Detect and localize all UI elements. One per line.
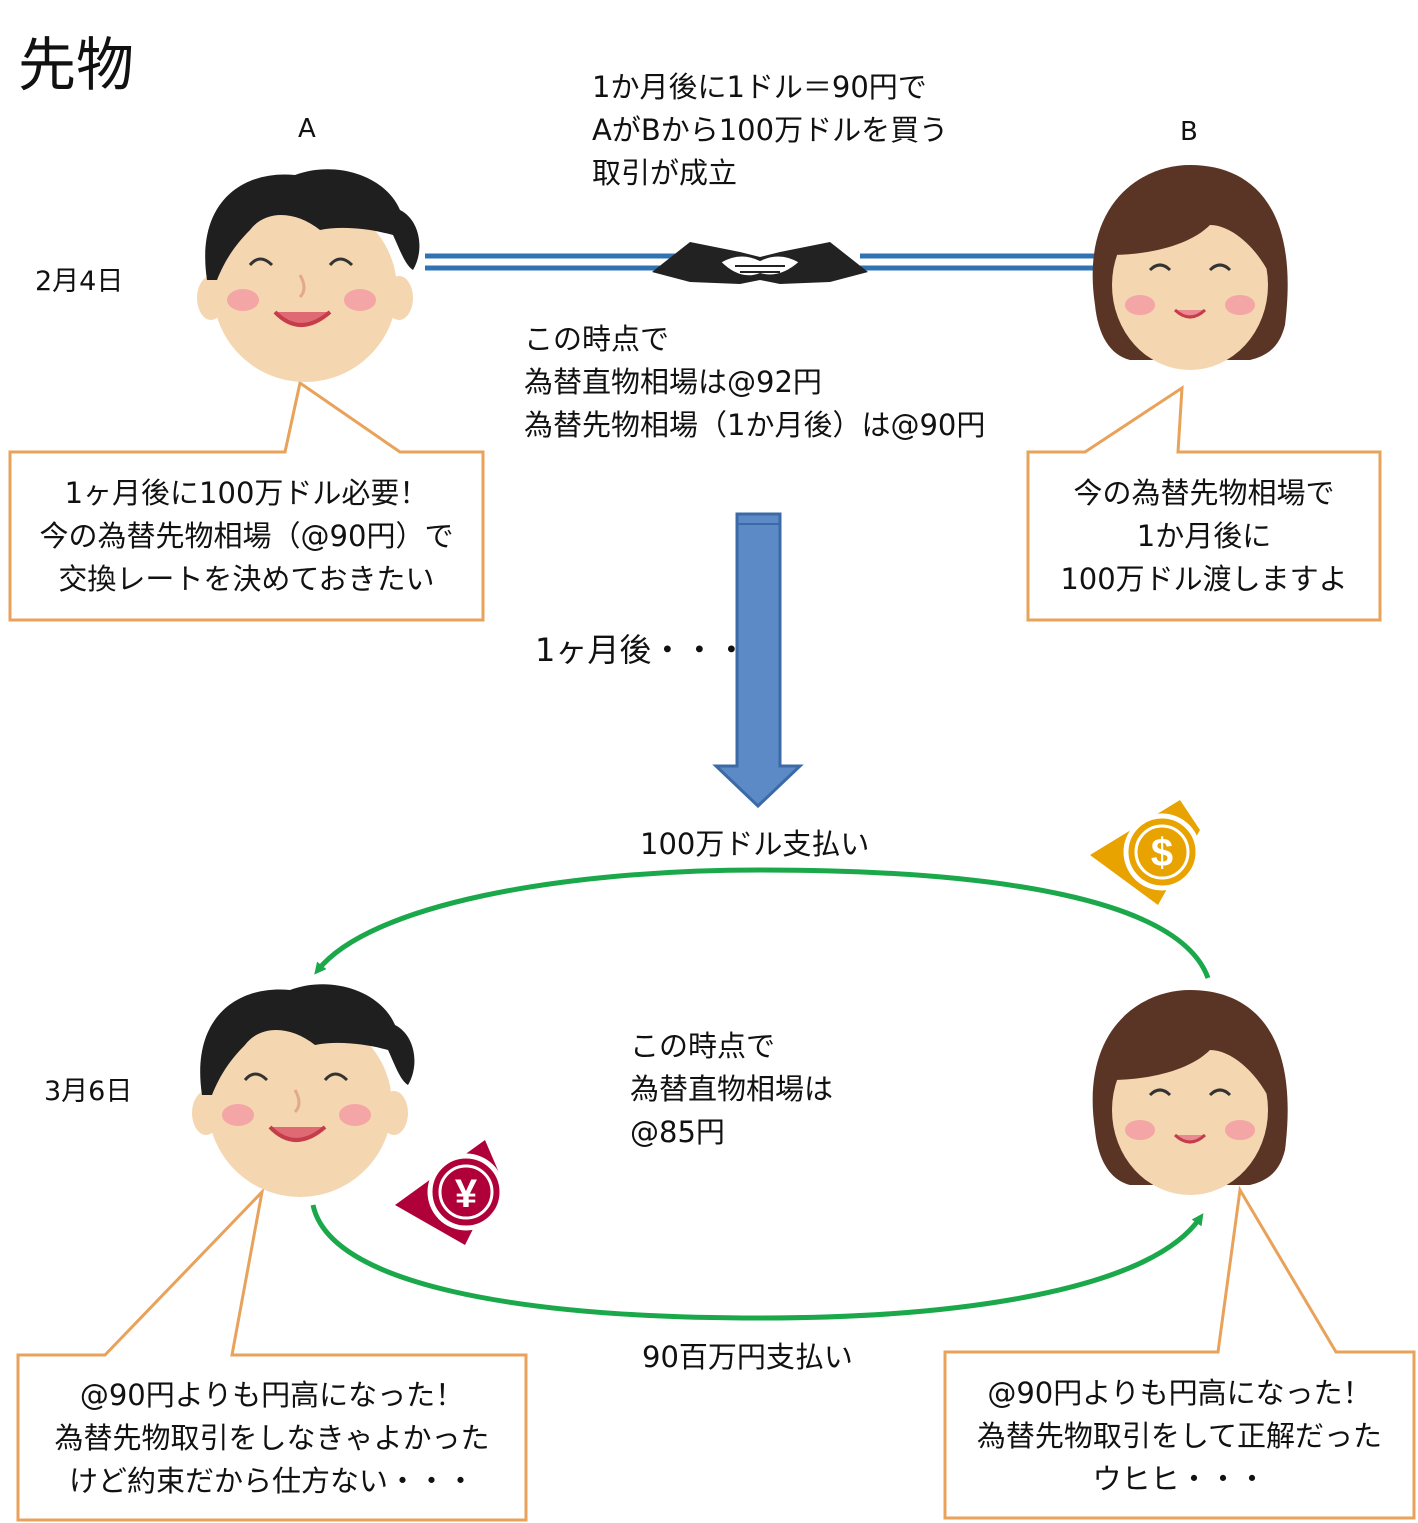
bubble-b-mar xyxy=(943,1185,1416,1520)
date-feb: 2月4日 xyxy=(35,266,124,297)
yen-payment-label: 90百万円支払い xyxy=(642,1340,853,1374)
bubble-b-mar-text: @90円よりも円高になった！ 為替先物取引をして正解だった ウヒヒ・・・ xyxy=(945,1372,1414,1501)
bubble-b-mar-line-3: ウヒヒ・・・ xyxy=(1092,1462,1267,1496)
person-b-label: B xyxy=(1180,117,1198,147)
market-mar-text: この時点で 為替直物相場は @85円 xyxy=(630,1025,833,1154)
bubble-b-mar-line-1: @90円よりも円高になった！ xyxy=(987,1376,1372,1410)
bubble-a-feb-line-1: 1ヶ月後に100万ドル必要！ xyxy=(64,476,429,510)
deal-line-2: AがBから100万ドルを買う xyxy=(592,113,949,147)
bubble-a-mar-line-2: 為替先物取引をしなきゃよかった xyxy=(54,1421,490,1455)
person-a-face-feb xyxy=(195,167,422,384)
bubble-b-feb-line-3: 100万ドル渡しますよ xyxy=(1060,562,1348,596)
bubble-a-feb-line-3: 交換レートを決めておきたい xyxy=(58,562,435,596)
market-mar-line-3: @85円 xyxy=(630,1115,725,1149)
bubble-a-feb-line-2: 今の為替先物相場（@90円）で xyxy=(39,519,454,553)
down-arrow xyxy=(712,512,804,809)
svg-text:$: $ xyxy=(1151,831,1173,875)
bubble-a-mar-line-3: けど約束だから仕方ない・・・ xyxy=(68,1464,475,1498)
person-a-label: A xyxy=(298,114,316,144)
bubble-a-mar-text: @90円よりも円高になった！ 為替先物取引をしなきゃよかった けど約束だから仕方… xyxy=(18,1374,526,1503)
market-feb-line-2: 為替直物相場は@92円 xyxy=(524,365,822,399)
market-mar-line-1: この時点で xyxy=(630,1029,776,1063)
yen-payment-arrow xyxy=(310,1204,1204,1321)
one-month-later-label: 1ヶ月後・・・ xyxy=(535,631,748,669)
deal-text: 1か月後に1ドル＝90円で AがBから100万ドルを買う 取引が成立 xyxy=(592,66,948,195)
market-feb-text: この時点で 為替直物相場は@92円 為替先物相場（1か月後）は@90円 xyxy=(524,318,985,447)
agreement-connector xyxy=(425,253,1100,271)
page-title: 先物 xyxy=(18,31,135,99)
handshake-icon xyxy=(652,242,868,284)
person-b-face-mar xyxy=(1091,988,1290,1197)
bubble-b-feb xyxy=(1026,385,1382,622)
dollar-coin-icon: $ xyxy=(1090,800,1201,905)
market-feb-line-1: この時点で xyxy=(524,322,670,356)
bubble-a-mar xyxy=(16,1187,528,1522)
person-a-face-mar xyxy=(190,982,417,1199)
bubble-a-feb-text: 1ヶ月後に100万ドル必要！ 今の為替先物相場（@90円）で 交換レートを決めて… xyxy=(10,472,483,601)
dollar-payment-arrow xyxy=(314,867,1211,979)
bubble-b-feb-text: 今の為替先物相場で 1か月後に 100万ドル渡しますよ xyxy=(1028,472,1380,601)
date-mar: 3月6日 xyxy=(44,1076,133,1107)
bubble-b-mar-line-2: 為替先物取引をして正解だった xyxy=(976,1419,1383,1453)
market-mar-line-2: 為替直物相場は xyxy=(630,1072,834,1106)
deal-line-3: 取引が成立 xyxy=(592,156,738,190)
bubble-b-feb-line-2: 1か月後に xyxy=(1136,519,1272,553)
market-feb-line-3: 為替先物相場（1か月後）は@90円 xyxy=(524,408,986,442)
svg-text:¥: ¥ xyxy=(455,1172,478,1216)
bubble-b-feb-line-1: 今の為替先物相場で xyxy=(1073,476,1335,510)
bubble-a-feb xyxy=(8,380,485,622)
yen-coin-icon: ¥ xyxy=(395,1140,505,1245)
bubble-a-mar-line-1: @90円よりも円高になった！ xyxy=(79,1378,465,1412)
deal-line-1: 1か月後に1ドル＝90円で xyxy=(592,70,927,104)
dollar-payment-label: 100万ドル支払い xyxy=(640,827,870,861)
person-b-face-feb xyxy=(1091,163,1290,372)
